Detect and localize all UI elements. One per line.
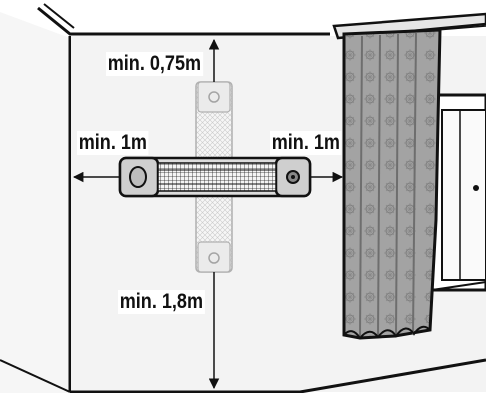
heater bbox=[118, 156, 312, 198]
side-wall bbox=[0, 12, 72, 401]
left-clearance-label: min. 1m bbox=[77, 131, 149, 155]
top-clearance-label: min. 0,75m bbox=[106, 52, 203, 76]
right-clearance-label: min. 1m bbox=[270, 131, 342, 155]
floor bbox=[0, 358, 486, 401]
dimension-lines bbox=[72, 38, 344, 390]
window bbox=[430, 93, 486, 292]
curtain bbox=[342, 28, 442, 340]
bottom-clearance-label: min. 1,8m bbox=[118, 290, 205, 314]
